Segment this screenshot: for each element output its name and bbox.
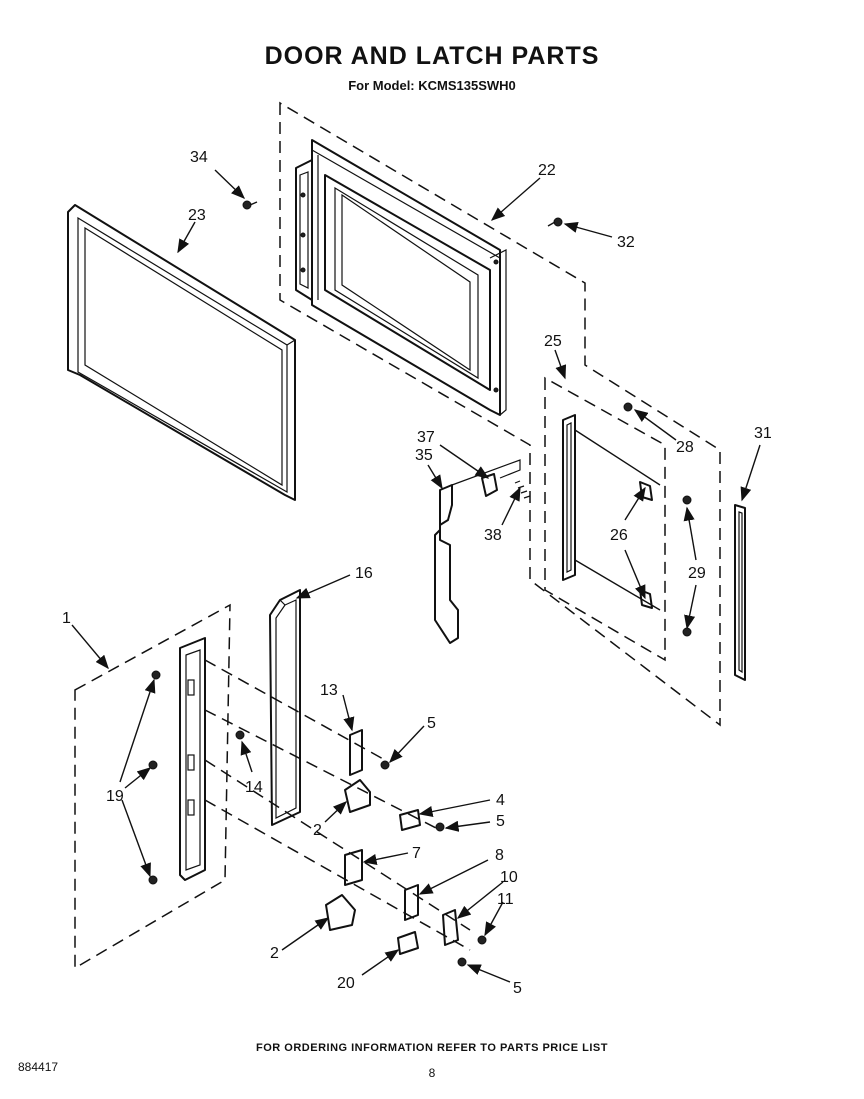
model-line: For Model: KCMS135SWH0 xyxy=(348,78,516,93)
callout-16: 16 xyxy=(355,565,373,582)
callout-1: 1 xyxy=(62,610,71,627)
part-23-door-frame xyxy=(67,204,296,501)
screw-29-lower xyxy=(682,627,692,637)
part-25-boundary xyxy=(544,376,666,662)
callout-11: 11 xyxy=(497,891,514,908)
screw-14 xyxy=(235,730,245,740)
callout-10: 10 xyxy=(500,869,518,886)
part-2-actuator-upper xyxy=(344,779,371,813)
part-35-latch-arm xyxy=(434,459,521,644)
callout-31: 31 xyxy=(754,425,772,442)
ordering-note: FOR ORDERING INFORMATION REFER TO PARTS … xyxy=(256,1042,608,1054)
part-10-bracket xyxy=(442,909,459,946)
callout-20: 20 xyxy=(337,975,355,992)
screw-34 xyxy=(242,200,258,210)
part-13-switch xyxy=(349,729,363,776)
screw-29-upper xyxy=(682,495,692,505)
screw-5-a xyxy=(380,760,390,770)
callout-2-upper: 2 xyxy=(313,822,322,839)
callout-37: 37 xyxy=(417,429,435,446)
callout-14: 14 xyxy=(245,779,263,796)
part-22-door-panel xyxy=(295,139,507,416)
latch-assembly-boundary xyxy=(74,603,231,970)
callout-34: 34 xyxy=(190,149,208,166)
page-title: DOOR AND LATCH PARTS xyxy=(264,42,600,70)
page-number: 8 xyxy=(428,1066,436,1080)
document-number: 884417 xyxy=(18,1060,59,1074)
screw-5-b xyxy=(435,822,445,832)
callout-5-c: 5 xyxy=(513,980,522,997)
callout-32: 32 xyxy=(617,234,635,251)
callout-8: 8 xyxy=(495,847,504,864)
callout-5-a: 5 xyxy=(427,715,436,732)
callout-26: 26 xyxy=(610,527,628,544)
callout-38: 38 xyxy=(484,527,502,544)
part-16-channel xyxy=(269,589,301,826)
callout-22: 22 xyxy=(538,162,556,179)
callout-25: 25 xyxy=(544,333,562,350)
door-assembly-boundary xyxy=(279,101,721,727)
part-25-latch-plate xyxy=(562,414,661,611)
part-2-actuator-lower xyxy=(325,894,356,931)
part-38-spring xyxy=(514,480,531,499)
part-8-switch xyxy=(404,884,419,921)
part-20-switch-block xyxy=(397,931,419,955)
callout-2-lower: 2 xyxy=(270,945,279,962)
callout-35: 35 xyxy=(415,447,433,464)
part-37-latch-cap xyxy=(481,473,498,497)
callout-7: 7 xyxy=(412,845,421,862)
callout-13: 13 xyxy=(320,682,338,699)
part-31-trim-strip xyxy=(734,504,746,681)
part-1-latch-bracket xyxy=(179,637,206,881)
callout-19: 19 xyxy=(106,788,124,805)
screw-32 xyxy=(547,217,563,227)
callout-28: 28 xyxy=(676,439,694,456)
screw-28 xyxy=(623,402,633,412)
screw-11 xyxy=(477,935,487,945)
screw-19-set xyxy=(148,670,161,885)
part-7-insulator xyxy=(344,849,363,886)
callout-5-b: 5 xyxy=(496,813,505,830)
callout-4: 4 xyxy=(496,792,505,809)
callout-29: 29 xyxy=(688,565,706,582)
screw-5-c xyxy=(457,957,467,967)
part-4-switch-block xyxy=(399,809,421,831)
callout-23: 23 xyxy=(188,207,206,224)
